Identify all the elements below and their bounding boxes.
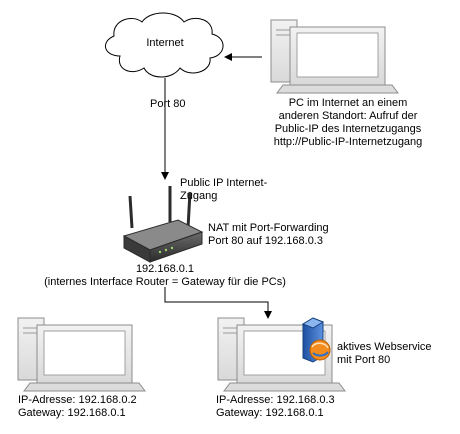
remote-pc-description: PC im Internet an einem anderen Standort… <box>248 97 448 149</box>
router-internal-label: 192.168.0.1 (internes Interface Router =… <box>20 263 310 289</box>
lan-pc-right-ip: IP-Adresse: 192.168.0.3 <box>216 394 335 406</box>
lan-pc-left-label: IP-Adresse: 192.168.0.2 Gateway: 192.168… <box>18 394 137 420</box>
webservice-line-1: aktives Webservice <box>337 341 432 353</box>
webservice-line-2: mit Port 80 <box>337 354 391 366</box>
internet-cloud-label: Internet <box>146 37 184 49</box>
router-icon <box>122 186 204 263</box>
router-public-ip-line-1: Public IP Internet- <box>180 177 268 189</box>
lan-pc-right-label: IP-Adresse: 192.168.0.3 Gateway: 192.168… <box>216 394 335 420</box>
router-internal-ip: 192.168.0.1 <box>135 263 195 275</box>
lan-pc-left-gateway: Gateway: 192.168.0.1 <box>18 407 126 419</box>
lan-pc-left-ip: IP-Adresse: 192.168.0.2 <box>18 394 137 406</box>
internet-cloud <box>105 12 224 78</box>
router-lan-connector <box>164 287 272 319</box>
router-public-ip-label: Public IP Internet- Zugang <box>180 177 267 203</box>
port-80-edge-label: Port 80 <box>150 98 186 110</box>
remote-pc-icon <box>270 19 399 94</box>
lan-pc-left-icon <box>17 317 146 392</box>
router-nat-line-2: Port 80 auf 192.168.0.3 <box>208 235 323 247</box>
router-nat-label: NAT mit Port-Forwarding Port 80 auf 192.… <box>208 222 329 248</box>
web-server-icon <box>301 317 331 363</box>
remote-pc-line-3: Public-IP des Internetzugangs <box>274 123 422 135</box>
lan-pc-right-gateway: Gateway: 192.168.0.1 <box>216 407 324 419</box>
router-nat-line-1: NAT mit Port-Forwarding <box>208 222 329 234</box>
webservice-label: aktives Webservice mit Port 80 <box>337 341 432 367</box>
lan-pc-right-icon <box>217 317 346 392</box>
remote-pc-line-1: PC im Internet an einem <box>288 97 408 109</box>
router-internal-description: (internes Interface Router = Gateway für… <box>44 276 286 288</box>
remote-pc-line-2: anderen Standort: Aufruf der <box>278 110 418 122</box>
router-public-ip-line-2: Zugang <box>180 190 218 202</box>
remote-pc-line-4: http://Public-IP-Internetzugang <box>273 136 423 148</box>
